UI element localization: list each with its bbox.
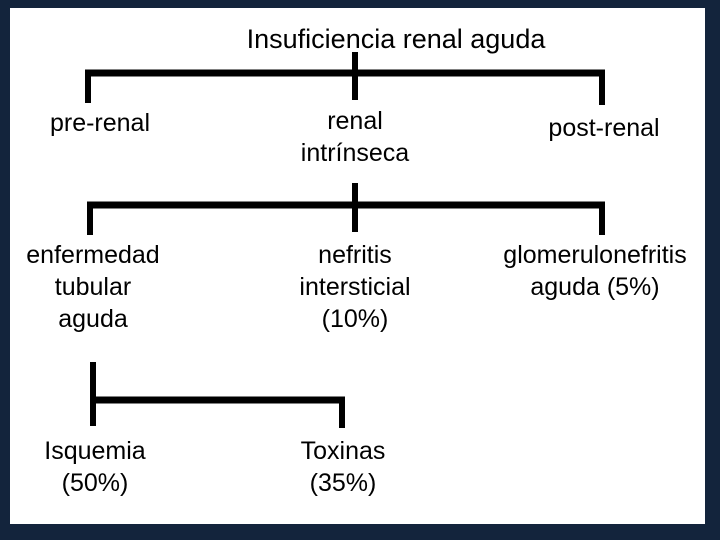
node-label-line: aguda (5%) — [530, 273, 660, 301]
node-label-line: renal — [327, 107, 383, 135]
node-label-line: aguda — [58, 305, 128, 333]
node-label-line: Isquemia — [44, 437, 146, 465]
node-label-line: pre-renal — [49, 109, 151, 137]
node-glomerulonefritis-aguda: glomerulonefritis aguda (5%) — [503, 239, 686, 303]
node-label-line: (35%) — [309, 469, 377, 497]
node-renal-intrinseca: renal intrínseca — [301, 105, 409, 169]
node-nefritis-intersticial: nefritis intersticial (10%) — [299, 239, 410, 335]
node-label-line: enfermedad — [26, 241, 160, 269]
node-toxinas: Toxinas (35%) — [301, 435, 386, 499]
node-label-line: (10%) — [321, 305, 389, 333]
node-label-line: tubular — [54, 273, 132, 301]
node-label-line: nefritis — [318, 241, 392, 269]
node-label-line: Toxinas — [300, 437, 386, 465]
node-label-line: intersticial — [299, 273, 411, 301]
node-root-label: Insuficiencia renal aguda — [246, 24, 546, 54]
node-pre-renal: pre-renal — [50, 107, 150, 139]
node-label-line: intrínseca — [300, 139, 410, 167]
node-root: Insuficiencia renal aguda — [247, 22, 546, 57]
node-label-line: (50%) — [61, 469, 129, 497]
node-label-line: post-renal — [548, 114, 660, 142]
node-isquemia: Isquemia (50%) — [44, 435, 145, 499]
node-post-renal: post-renal — [548, 112, 659, 144]
node-enfermedad-tubular-aguda: enfermedad tubular aguda — [26, 239, 159, 335]
node-label-line: glomerulonefritis — [503, 241, 687, 269]
